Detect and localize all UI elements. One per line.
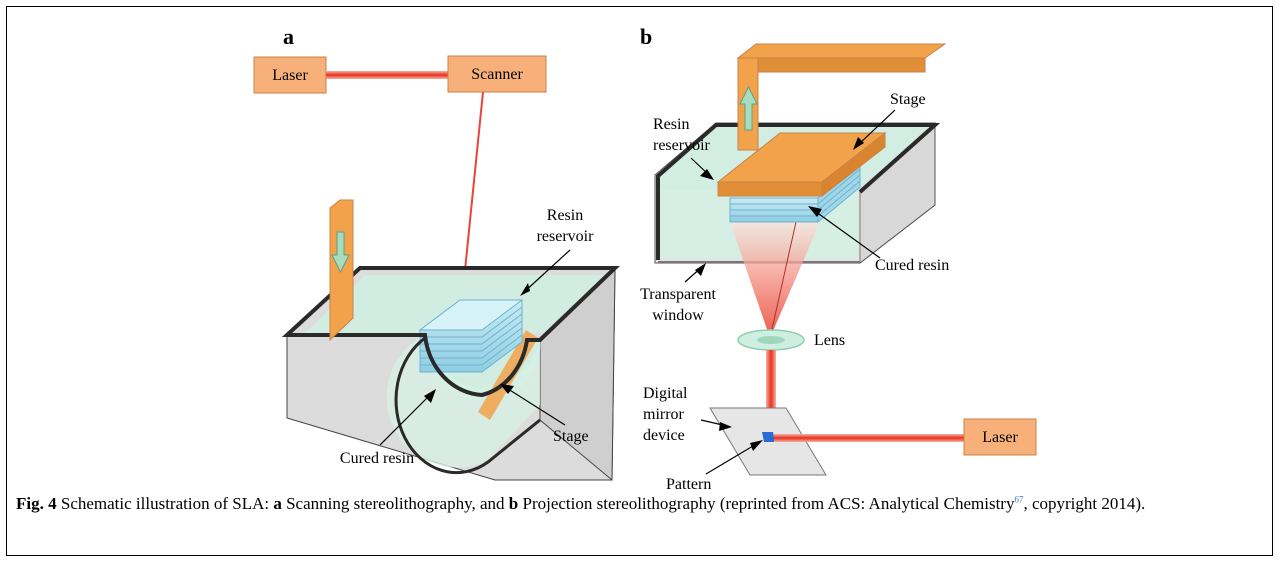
dmd-label-2: mirror (643, 406, 685, 423)
down-arrow-icon (331, 231, 350, 274)
pattern-label: Pattern (666, 476, 711, 490)
scanner-label: Scanner (471, 66, 523, 83)
caption-text-3: Projection stereolithography (reprinted … (518, 494, 1015, 513)
caption-b-label: b (508, 494, 519, 513)
caption-text-2: Scanning stereolithography, and (281, 494, 509, 513)
sla-schematic: a Laser Scanner (253, 24, 1037, 490)
panel-b: b (640, 24, 1037, 490)
resin-reservoir-label-a-1: Resin (547, 207, 583, 224)
laser-label-a: Laser (272, 67, 308, 84)
laser-beam-horizontal-a (326, 71, 448, 79)
transparent-window-label-1: Transparent (640, 286, 716, 303)
caption-text-4: , copyright 2014). (1023, 494, 1146, 513)
stage-label-b: Stage (890, 91, 926, 108)
cured-resin-stack-a (418, 299, 524, 373)
laser-box-b (963, 418, 1037, 456)
laser-beam-horizontal-b (774, 434, 964, 442)
reservoir-rim-a (281, 266, 620, 398)
caption-text-1: Schematic illustration of SLA: (56, 494, 274, 513)
scanner-box (447, 55, 547, 93)
caption-fig-label: Fig. 4 (16, 494, 57, 513)
laser-beam-vertical-b (766, 350, 776, 435)
transparent-window-label-2: window (652, 307, 704, 324)
figure-caption: Fig. 4 Schematic illustration of SLA: a … (16, 493, 1261, 514)
figure-frame (6, 6, 1273, 556)
dmd-label-1: Digital (643, 385, 688, 402)
cured-resin-label-b: Cured resin (875, 257, 949, 274)
panel-a: a Laser Scanner (253, 24, 620, 482)
up-arrow-icon (739, 85, 758, 131)
pattern-mark (762, 432, 775, 442)
scanning-beam (461, 91, 484, 301)
panel-a-letter: a (283, 24, 294, 49)
dmd-label-3: device (643, 427, 685, 444)
caption-a-label: a (273, 494, 282, 513)
cured-resin-stack-b (729, 161, 861, 224)
stage-label-a: Stage (553, 428, 589, 445)
laser-box-a (253, 56, 327, 94)
projection-cone (730, 222, 820, 338)
resin-reservoir-label-b-2: reservoir (653, 137, 711, 154)
caption-reference-link[interactable]: 67 (1014, 494, 1024, 505)
resin-reservoir-label-a-2: reservoir (537, 228, 595, 245)
laser-label-b: Laser (982, 429, 1018, 446)
resin-reservoir-label-b-1: Resin (653, 116, 689, 133)
lens-label: Lens (814, 332, 845, 349)
cured-resin-label-a: Cured resin (340, 450, 414, 467)
reservoir-rim-b (656, 123, 941, 260)
panel-b-letter: b (640, 24, 652, 49)
